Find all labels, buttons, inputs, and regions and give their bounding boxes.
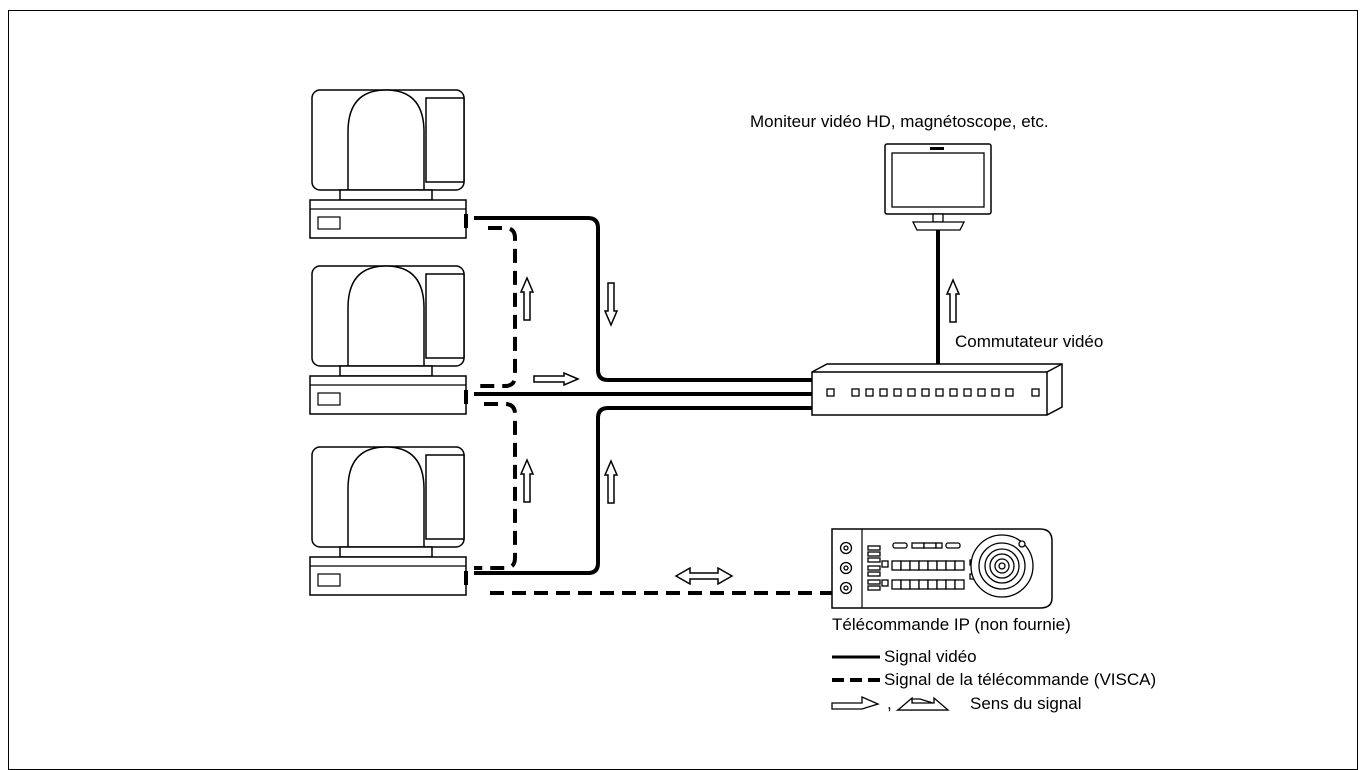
legend: Signal vidéo Signal de la télécommande (… (831, 647, 1156, 713)
switcher-label: Commutateur vidéo (955, 332, 1103, 351)
video-signal-lines (474, 216, 940, 575)
monitor-icon (884, 143, 992, 231)
camera-3-icon (309, 446, 469, 596)
camera-1-icon (309, 89, 469, 239)
monitor-label: Moniteur vidéo HD, magnétoscope, etc. (750, 112, 1049, 131)
legend-arrow-right-icon (831, 696, 880, 710)
remote-controller-icon (831, 528, 1053, 609)
control-signal-lines (474, 226, 832, 595)
legend-direction-label: Sens du signal (970, 694, 1082, 713)
legend-separator: , (887, 694, 892, 713)
legend-video-label: Signal vidéo (884, 647, 977, 666)
switcher-icon (811, 363, 1063, 416)
camera-2-icon (309, 265, 469, 415)
legend-control-label: Signal de la télécommande (VISCA) (884, 670, 1156, 689)
legend-arrow-double-icon (895, 696, 950, 711)
remote-label: Télécommande IP (non fournie) (832, 615, 1071, 634)
